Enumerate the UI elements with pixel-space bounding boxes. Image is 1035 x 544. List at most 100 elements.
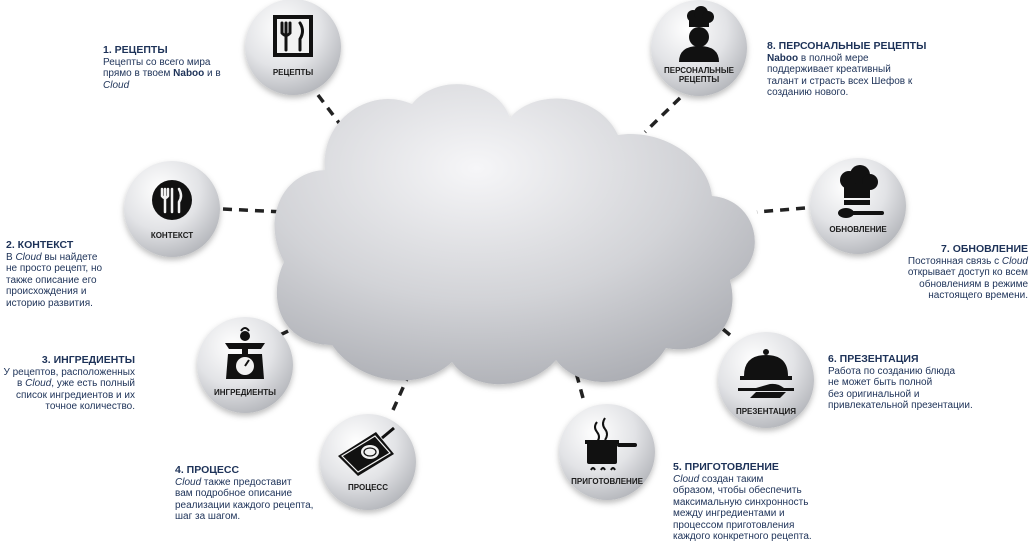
description-line: Работа по созданию блюда xyxy=(828,366,973,378)
description-text: В xyxy=(6,251,16,263)
node-ingredients: ИНГРЕДИЕНТЫ xyxy=(197,317,293,413)
description-line: талант и страсть всех Шефов к xyxy=(767,76,926,88)
description-line: не просто рецепт, но xyxy=(6,263,102,275)
description-text: не может быть полной xyxy=(828,377,933,388)
connector-ingredients xyxy=(279,311,326,337)
description-text: Cloud xyxy=(673,473,700,485)
fork-knife-icon xyxy=(273,15,313,57)
connector-update xyxy=(756,206,806,214)
description-text: создан таким xyxy=(699,473,764,485)
description-text: настоящего времени. xyxy=(928,290,1028,301)
description-line: между ингредиентами и xyxy=(673,508,812,520)
description-text: в xyxy=(17,378,26,389)
description-text: Cloud xyxy=(25,378,52,389)
description-text: историю развития. xyxy=(6,297,93,309)
description-line: настоящего времени. xyxy=(908,290,1028,302)
description-line: открывает доступ ко всем xyxy=(908,267,1028,279)
kitchen-scale-icon xyxy=(225,327,265,379)
description-text: список ингредиентов и их xyxy=(15,389,135,401)
description-text: вам подробное описание xyxy=(175,488,293,499)
connector-personal xyxy=(643,96,682,134)
description-title: 2. КОНТЕКСТ xyxy=(6,239,74,251)
description-text: Постоянная связь с xyxy=(907,255,1002,267)
description-line: поддерживает креативный xyxy=(767,64,926,76)
description-text: максимальную синхронность xyxy=(673,496,809,508)
description-text: Cloud xyxy=(175,476,202,488)
description-line: историю развития. xyxy=(6,298,102,310)
description-text: открывает доступ ко всем xyxy=(907,267,1028,278)
description-text: образом, чтобы обеспечить xyxy=(673,485,802,496)
node-label: ОБНОВЛЕНИЕ xyxy=(829,225,887,234)
description-text: происхождения и xyxy=(6,286,87,297)
description-line: каждого конкретного рецепта. xyxy=(673,531,812,543)
description-line: максимальную синхронность xyxy=(673,497,812,509)
description-title: 1. РЕЦЕПТЫ xyxy=(103,44,168,56)
description-text: шаг за шагом. xyxy=(175,511,241,522)
node-label: КОНТЕКСТ xyxy=(151,231,193,240)
node-label: РЕЦЕПТЫ xyxy=(679,75,719,84)
node-presentation: ПРЕЗЕНТАЦИЯ xyxy=(718,332,814,428)
cooking-pot-icon xyxy=(585,417,637,471)
description-line: также описание его xyxy=(6,275,102,287)
description-line: список ингредиентов и их xyxy=(3,390,135,402)
description-line: Cloud создан таким xyxy=(673,474,812,486)
node-update: ОБНОВЛЕНИЕ xyxy=(810,158,906,254)
description-text: Cloud xyxy=(15,251,42,263)
description-text: Cloud xyxy=(1001,255,1028,267)
node-process: ПРОЦЕСС xyxy=(320,414,416,510)
description-text: обновлениям в режиме xyxy=(919,278,1028,290)
description-title: 8. ПЕРСОНАЛЬНЫЕ РЕЦЕПТЫ xyxy=(767,40,927,52)
node-label: ПРЕЗЕНТАЦИЯ xyxy=(736,407,796,416)
description-line: образом, чтобы обеспечить xyxy=(673,485,812,497)
description-line: привлекательной презентации. xyxy=(828,400,973,412)
node-label: РЕЦЕПТЫ xyxy=(273,68,313,77)
connector-context xyxy=(222,207,285,214)
description-line: шаг за шагом. xyxy=(175,511,313,523)
connector-cooking xyxy=(572,364,585,399)
node-label: ПЕРСОНАЛЬНЫЕ xyxy=(664,66,735,75)
description-text: У рецептов, расположенных xyxy=(3,366,135,378)
description-text: Naboo xyxy=(173,68,205,79)
node-label: ПРОЦЕСС xyxy=(348,483,388,492)
description-text: реализации каждого рецепта, xyxy=(175,499,314,511)
chef-icon xyxy=(679,6,719,62)
description-text: поддерживает креативный xyxy=(767,64,891,75)
description-text: без оригинальной и xyxy=(828,388,920,400)
description-title: 5. ПРИГОТОВЛЕНИЕ xyxy=(673,461,779,473)
description-line: созданию нового. xyxy=(767,87,926,99)
description-text: привлекательной презентации. xyxy=(828,400,973,411)
description-line: обновлениям в режиме xyxy=(908,279,1028,291)
description-text: процессом приготовления xyxy=(673,519,795,531)
node-context: КОНТЕКСТ xyxy=(124,161,220,257)
description-text: созданию нового. xyxy=(767,87,849,98)
node-label: ИНГРЕДИЕНТЫ xyxy=(214,388,276,397)
fork-knife-circle-icon xyxy=(152,180,192,220)
description-text: Работа по созданию блюда xyxy=(828,365,956,377)
central-cloud xyxy=(274,84,755,385)
description-line: без оригинальной и xyxy=(828,389,973,401)
description-text: Naboo xyxy=(767,52,799,64)
chef-hat-spoon-icon xyxy=(838,165,884,218)
description-text: и в xyxy=(204,68,221,79)
description-line: не может быть полной xyxy=(828,377,973,389)
description-title: 6. ПРЕЗЕНТАЦИЯ xyxy=(828,353,919,365)
description-text: в полной мере xyxy=(798,52,869,64)
cutting-board-icon xyxy=(338,426,395,476)
description-line: реализации каждого рецепта, xyxy=(175,500,313,512)
description-text: между ингредиентами и xyxy=(673,508,785,519)
description-text: прямо в твоем xyxy=(103,68,174,79)
description-text: Рецепты со всего мира xyxy=(103,56,211,68)
description-text: вы найдете xyxy=(41,251,98,263)
description-title: 3. ИНГРЕДИЕНТЫ xyxy=(41,354,135,366)
description-line: вам подробное описание xyxy=(175,488,313,500)
description-text: каждого конкретного рецепта. xyxy=(673,531,812,542)
description-line: происхождения и xyxy=(6,286,102,298)
description-line: точное количество. xyxy=(3,401,135,413)
